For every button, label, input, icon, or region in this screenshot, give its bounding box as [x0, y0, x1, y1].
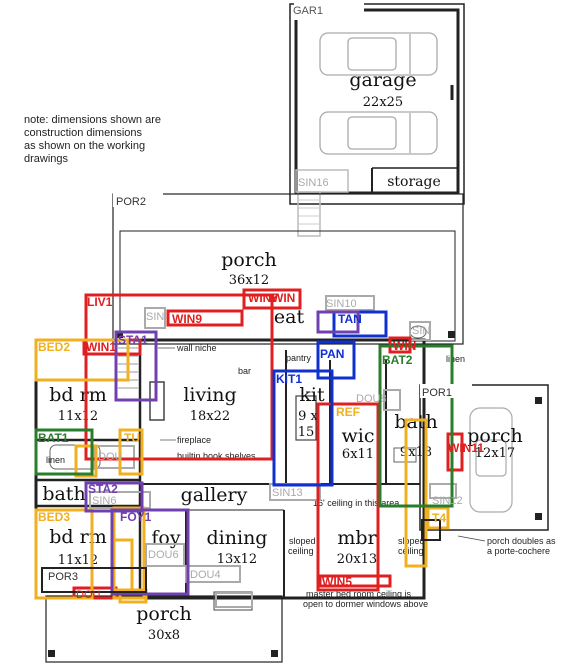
garage-label: garage	[349, 69, 416, 91]
wic-label: wic	[342, 425, 375, 447]
kit-label: kit	[299, 384, 325, 406]
tag-dou-c: DOU	[76, 589, 101, 601]
tag-sin-b: SIN	[412, 325, 430, 337]
master-ceiling-1: master bed room ceiling is	[306, 589, 412, 599]
cochere-note-1: porch doubles as	[487, 536, 556, 546]
living-label: living	[183, 384, 236, 406]
bath-right-label: bath	[394, 411, 437, 433]
sloped-left-1: sloped	[289, 536, 316, 546]
tag-labels: POR2 SIN16 LIV1 WIN9 WIN7 WIN SIN10 STA1…	[38, 177, 484, 601]
porch-bottom-dim: 30x8	[148, 628, 180, 643]
note-line-3: as shown on the working	[24, 140, 145, 152]
plan-note: note: dimensions shown are construction …	[24, 114, 161, 165]
porch-front-label: porch	[221, 249, 277, 271]
tag-pan: PAN	[320, 347, 344, 361]
dining-dim: 13x12	[217, 552, 257, 567]
tag-foy1: FOY1	[120, 510, 152, 524]
note-line-4: drawings	[24, 153, 69, 165]
sloped-left-2: ceiling	[288, 546, 314, 556]
tag-gar1: GAR1	[293, 5, 323, 17]
garage-block: garage 22x25 storage GAR1	[289, 2, 465, 237]
gallery-label: gallery	[181, 484, 248, 506]
tag-sta1: STA1	[118, 333, 148, 347]
tag-tan: TAN	[338, 312, 362, 326]
tag-bed3: BED3	[38, 510, 70, 524]
bath-left-label: bath	[42, 483, 85, 505]
tag-dou: DOU	[98, 451, 123, 463]
wall-niche-note: wall niche	[176, 343, 217, 353]
builtin-note: builtin book shelves	[177, 451, 256, 461]
foy-label: foy	[151, 527, 180, 549]
note-line-1: note: dimensions shown are	[24, 114, 161, 126]
fireplace-note: fireplace	[177, 435, 211, 445]
linen-left-note: linen	[46, 455, 65, 465]
tag-win7: WIN7	[248, 291, 278, 305]
tag-por1: POR1	[422, 387, 452, 399]
porch-bottom-label: porch	[136, 603, 192, 625]
kit-dim-2: 15	[298, 425, 315, 440]
annotations: wall niche bar pantry fireplace builtin …	[46, 343, 556, 609]
sloped-right-2: ceiling	[398, 546, 424, 556]
kit-dim-1: 9 x	[298, 409, 318, 424]
porch-side-dim: 12x17	[475, 446, 515, 461]
tag-boxes	[34, 288, 464, 608]
storage-label: storage	[387, 174, 441, 190]
porch-front-dim: 36x12	[229, 273, 269, 288]
living-dim: 18x22	[190, 409, 230, 424]
tag-kit1: KIT1	[276, 372, 302, 386]
dining-label: dining	[207, 527, 268, 549]
mbr-label: mbr	[337, 527, 377, 549]
linen-note: linen	[446, 354, 465, 364]
note-line-2: construction dimensions	[24, 127, 143, 139]
pantry-note: pantry	[286, 353, 312, 363]
eat-label: eat	[274, 306, 305, 328]
bd-rm-lower-label: bd rm	[49, 526, 106, 548]
bd-rm-lower-dim: 11x12	[58, 553, 98, 568]
tag-sin10: SIN10	[326, 298, 357, 310]
cochere-note-2: a porte-cochere	[487, 546, 550, 556]
tag-sin-a: SIN	[146, 311, 164, 323]
bd-rm-upper-label: bd rm	[49, 384, 106, 406]
tag-tu: TU	[124, 431, 140, 445]
wic-dim: 6x11	[342, 447, 374, 462]
tag-dou6: DOU6	[148, 549, 179, 561]
tag-por2: POR2	[116, 196, 146, 208]
bd-rm-upper-dim: 11x12	[58, 409, 98, 424]
tag-win-b: WIN	[393, 339, 416, 353]
tag-bed2: BED2	[38, 340, 70, 354]
bath-right-dim: 9x18	[400, 445, 432, 460]
tag-win9: WIN9	[172, 312, 202, 326]
car-side-icon	[469, 407, 513, 513]
master-ceiling-2: open to dormer windows above	[303, 599, 428, 609]
tag-bat2: BAT2	[382, 353, 413, 367]
tag-sta2: STA2	[88, 482, 118, 496]
sloped-right-1: sloped	[398, 536, 425, 546]
tag-por3: POR3	[48, 571, 78, 583]
tag-dou4: DOU4	[190, 569, 221, 581]
room-labels: porch 36x12 eat living 18x22 kit 9 x 15 …	[42, 249, 522, 643]
tag-win: WIN	[272, 291, 295, 305]
tag-sin12: SIN12	[432, 495, 463, 507]
car-bottom-icon	[319, 111, 438, 155]
tag-sin13: SIN13	[272, 487, 303, 499]
garage-dim: 22x25	[363, 95, 403, 110]
mbr-dim: 20x13	[337, 552, 377, 567]
tag-win1: WIN1	[86, 340, 116, 354]
bar-note: bar	[238, 366, 251, 376]
tag-t4: T4	[432, 511, 446, 525]
tag-bat1: BAT1	[38, 431, 69, 445]
car-top-icon	[319, 32, 438, 76]
tag-sin6: SIN6	[92, 495, 116, 507]
tag-dou8: DOU8	[356, 393, 387, 405]
ceiling-16-note: 16' ceiling in this area	[313, 498, 399, 508]
tag-win11: WIN11	[448, 441, 484, 455]
tag-liv1: LIV1	[87, 295, 113, 309]
porch-side-label: porch	[467, 425, 523, 447]
tag-win5: WIN5	[322, 575, 352, 589]
tag-ref: REF	[336, 405, 360, 419]
tag-sin16: SIN16	[298, 177, 329, 189]
